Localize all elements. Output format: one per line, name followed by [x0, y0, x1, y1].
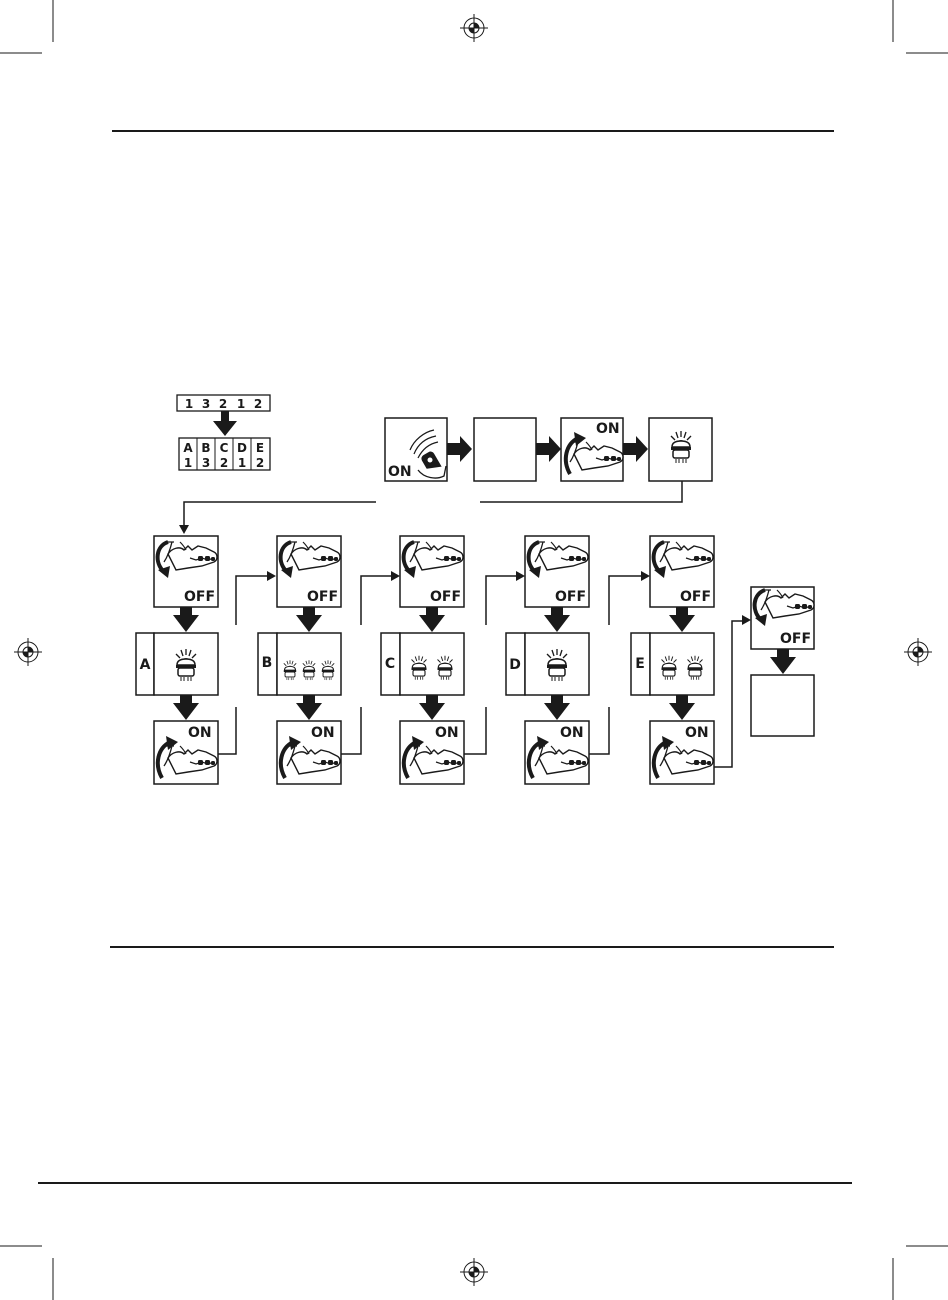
block-arrow-down — [669, 607, 695, 632]
block-arrow-down — [296, 607, 322, 632]
final-box — [751, 675, 814, 736]
connector-line — [714, 621, 743, 767]
code-sequence-digit: 1 — [185, 397, 193, 411]
remote-on-label: ON — [388, 464, 412, 480]
lamp-flash-box — [649, 418, 712, 481]
final-step: OFF — [751, 587, 814, 736]
code-cell-digit: 2 — [256, 456, 264, 470]
connector-line — [184, 481, 682, 526]
block-arrow-right — [623, 436, 648, 462]
off-label: OFF — [307, 589, 338, 605]
connector-arrowhead — [641, 571, 650, 581]
code-sequence-digit: 1 — [237, 397, 245, 411]
column-e: OFF E ON — [631, 536, 751, 784]
code-cell-digit: 2 — [220, 456, 228, 470]
code-cell-letter: D — [237, 441, 247, 455]
registration-mark-left — [14, 638, 42, 666]
code-strip: 1 3 2 1 2 A 1 B 3 C 2 D 1 E 2 — [177, 395, 270, 470]
remote-on-box: ON — [385, 418, 447, 481]
block-arrow-right — [447, 436, 472, 462]
column-letter: D — [509, 657, 521, 673]
registration-mark-bottom — [460, 1258, 488, 1286]
column-b: OFF B ON — [258, 536, 400, 784]
column-d: OFF D ON — [506, 536, 650, 784]
flash-box — [650, 633, 714, 695]
column-letter: C — [385, 656, 395, 672]
code-cell-letter: A — [183, 441, 193, 455]
switch-on-box: ON — [561, 418, 623, 481]
top-row: ON ON — [179, 418, 712, 534]
code-cell-letter: B — [201, 441, 210, 455]
off-label: OFF — [184, 589, 215, 605]
block-arrow-down — [173, 607, 199, 632]
off-label: OFF — [555, 589, 586, 605]
connector-arrowhead — [391, 571, 400, 581]
connector-arrowhead — [179, 525, 189, 534]
code-cell-letter: C — [220, 441, 229, 455]
connector-arrowhead — [267, 571, 276, 581]
code-sequence-digit: 2 — [254, 397, 262, 411]
block-arrow-down — [544, 695, 570, 720]
column-a: OFF A ON — [136, 536, 276, 784]
off-label: OFF — [430, 589, 461, 605]
block-arrow-down — [419, 695, 445, 720]
code-strip-arrow — [221, 411, 229, 422]
block-arrow-down — [544, 607, 570, 632]
column-letter: B — [262, 655, 273, 671]
off-label: OFF — [780, 631, 811, 647]
code-strip-arrowhead — [213, 421, 237, 436]
connector-arrowhead — [742, 615, 751, 625]
block-arrow-down — [173, 695, 199, 720]
connector-arrowhead — [516, 571, 525, 581]
code-cell-letter: E — [256, 441, 264, 455]
block-arrow-right — [536, 436, 561, 462]
on-label: ON — [560, 725, 584, 741]
flash-box — [277, 633, 341, 695]
step-columns: OFF A ON OFF B — [136, 536, 814, 784]
on-label: ON — [188, 725, 212, 741]
switch-on-label: ON — [596, 421, 620, 437]
on-label: ON — [435, 725, 459, 741]
column-c: OFF C ON — [381, 536, 525, 784]
block-arrow-down — [669, 695, 695, 720]
code-sequence-digit: 3 — [202, 397, 210, 411]
block-arrow-down — [296, 695, 322, 720]
on-label: ON — [685, 725, 709, 741]
code-sequence-digit: 2 — [219, 397, 227, 411]
off-label: OFF — [680, 589, 711, 605]
block-arrow-down — [419, 607, 445, 632]
wait-box — [474, 418, 536, 481]
column-letter: E — [635, 656, 645, 672]
on-label: ON — [311, 725, 335, 741]
code-cell-digit: 1 — [184, 456, 192, 470]
column-letter: A — [140, 657, 151, 673]
registration-mark-top — [460, 14, 488, 42]
block-arrow-down — [770, 649, 796, 674]
code-cell-digit: 1 — [238, 456, 246, 470]
flash-box — [400, 633, 464, 695]
code-cell-digit: 3 — [202, 456, 210, 470]
registration-mark-right — [904, 638, 932, 666]
